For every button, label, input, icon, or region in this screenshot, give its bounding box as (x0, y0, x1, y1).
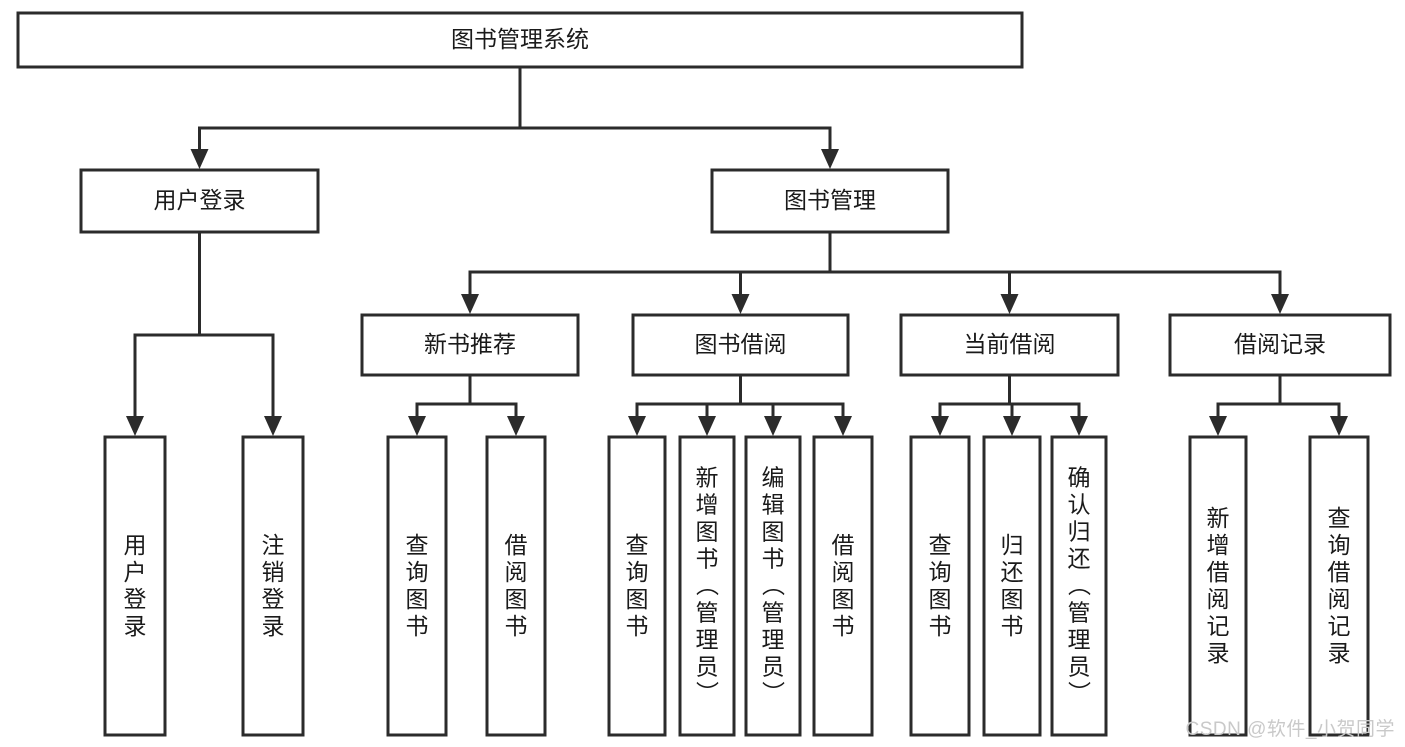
node-leaf-add-record[interactable]: 新增借阅记录 (1188, 435, 1248, 737)
arrow-head-icon (190, 149, 209, 169)
node-leaf-query-book-2-box (607, 435, 667, 737)
node-current-borrow[interactable]: 当前借阅 (899, 313, 1120, 377)
arrow-head-icon (698, 416, 716, 436)
node-leaf-query-book-3[interactable]: 查询图书 (909, 435, 971, 737)
node-leaf-edit-book-box (744, 435, 802, 737)
arrow-head-icon (764, 416, 782, 436)
node-user-login-box (79, 168, 320, 234)
node-leaf-confirm-return-label: 确认归还（管理员） (1068, 465, 1092, 707)
arrow-head-icon (628, 416, 646, 436)
node-leaf-query-book-3-label: 查询图书 (929, 532, 952, 639)
arrow-head-icon (1271, 294, 1289, 314)
node-leaf-return-book-box (982, 435, 1042, 737)
node-leaf-add-book-box (678, 435, 736, 737)
node-leaf-query-record-box (1308, 435, 1370, 737)
node-leaf-query-book-1-label: 查询图书 (406, 532, 429, 639)
node-leaf-user-login[interactable]: 用户登录 (103, 435, 167, 737)
arrow-head-icon (1330, 416, 1348, 436)
arrow-head-icon (1209, 416, 1227, 436)
node-leaf-add-record-label: 新增借阅记录 (1207, 505, 1230, 666)
node-user-login[interactable]: 用户登录 (79, 168, 320, 234)
watermark-text: CSDN @软件_小贺同学 (1185, 719, 1395, 740)
node-borrow-record-label: 借阅记录 (1234, 331, 1326, 357)
node-leaf-borrow-book-1-box (485, 435, 547, 737)
node-leaf-add-record-box (1188, 435, 1248, 737)
node-book-borrow-label: 图书借阅 (695, 331, 787, 357)
node-leaf-user-logout-label: 注销登录 (262, 532, 285, 639)
node-current-borrow-label: 当前借阅 (964, 331, 1056, 357)
arrow-head-icon (731, 294, 750, 314)
node-leaf-return-book-label: 归还图书 (1001, 532, 1024, 639)
node-root[interactable]: 图书管理系统 (16, 11, 1024, 69)
node-leaf-query-record[interactable]: 查询借阅记录 (1308, 435, 1370, 737)
node-leaf-query-book-2-label: 查询图书 (626, 532, 649, 639)
node-leaf-borrow-book-1[interactable]: 借阅图书 (485, 435, 547, 737)
node-new-book-rec-box (360, 313, 580, 377)
node-leaf-borrow-book-2[interactable]: 借阅图书 (812, 435, 874, 737)
node-leaf-borrow-book-2-box (812, 435, 874, 737)
connector-layer (126, 65, 1348, 436)
arrow-head-icon (408, 416, 426, 436)
arrow-head-icon (821, 149, 839, 169)
arrow-head-icon (1003, 416, 1021, 436)
node-leaf-add-book[interactable]: 新增图书（管理员） (678, 435, 736, 737)
node-leaf-query-book-3-box (909, 435, 971, 737)
node-leaf-borrow-book-1-label: 借阅图书 (505, 532, 528, 639)
arrow-head-icon (264, 416, 282, 436)
node-new-book-rec-label: 新书推荐 (424, 331, 516, 357)
node-leaf-user-logout[interactable]: 注销登录 (241, 435, 305, 737)
node-leaf-query-book-1-box (386, 435, 448, 737)
node-leaf-add-book-label: 新增图书（管理员） (696, 465, 720, 707)
arrow-head-icon (931, 416, 949, 436)
node-current-borrow-box (899, 313, 1120, 377)
node-leaf-borrow-book-2-label: 借阅图书 (832, 532, 855, 639)
node-borrow-record[interactable]: 借阅记录 (1168, 313, 1392, 377)
node-root-label: 图书管理系统 (451, 26, 589, 52)
arrow-head-icon (1070, 416, 1088, 436)
node-leaf-query-record-label: 查询借阅记录 (1328, 505, 1351, 666)
arrow-head-icon (507, 416, 525, 436)
node-leaf-query-book-1[interactable]: 查询图书 (386, 435, 448, 737)
node-layer: 图书管理系统用户登录图书管理新书推荐图书借阅当前借阅借阅记录用户登录注销登录查询… (16, 11, 1392, 737)
node-leaf-user-logout-box (241, 435, 305, 737)
arrow-head-icon (1000, 294, 1019, 314)
node-leaf-user-login-label: 用户登录 (124, 532, 147, 639)
node-borrow-record-box (1168, 313, 1392, 377)
node-user-login-label: 用户登录 (154, 187, 246, 213)
node-leaf-edit-book[interactable]: 编辑图书（管理员） (744, 435, 802, 737)
node-new-book-rec[interactable]: 新书推荐 (360, 313, 580, 377)
arrow-head-icon (834, 416, 852, 436)
node-book-borrow[interactable]: 图书借阅 (631, 313, 850, 377)
node-root-box (16, 11, 1024, 69)
node-book-manage[interactable]: 图书管理 (710, 168, 950, 234)
node-book-borrow-box (631, 313, 850, 377)
node-leaf-user-login-box (103, 435, 167, 737)
arrow-head-icon (461, 294, 479, 314)
node-leaf-confirm-return-box (1050, 435, 1108, 737)
node-book-manage-box (710, 168, 950, 234)
node-book-manage-label: 图书管理 (784, 187, 876, 213)
node-leaf-confirm-return[interactable]: 确认归还（管理员） (1050, 435, 1108, 737)
node-leaf-query-book-2[interactable]: 查询图书 (607, 435, 667, 737)
node-leaf-return-book[interactable]: 归还图书 (982, 435, 1042, 737)
arrow-head-icon (126, 416, 144, 436)
node-leaf-edit-book-label: 编辑图书（管理员） (762, 465, 786, 707)
